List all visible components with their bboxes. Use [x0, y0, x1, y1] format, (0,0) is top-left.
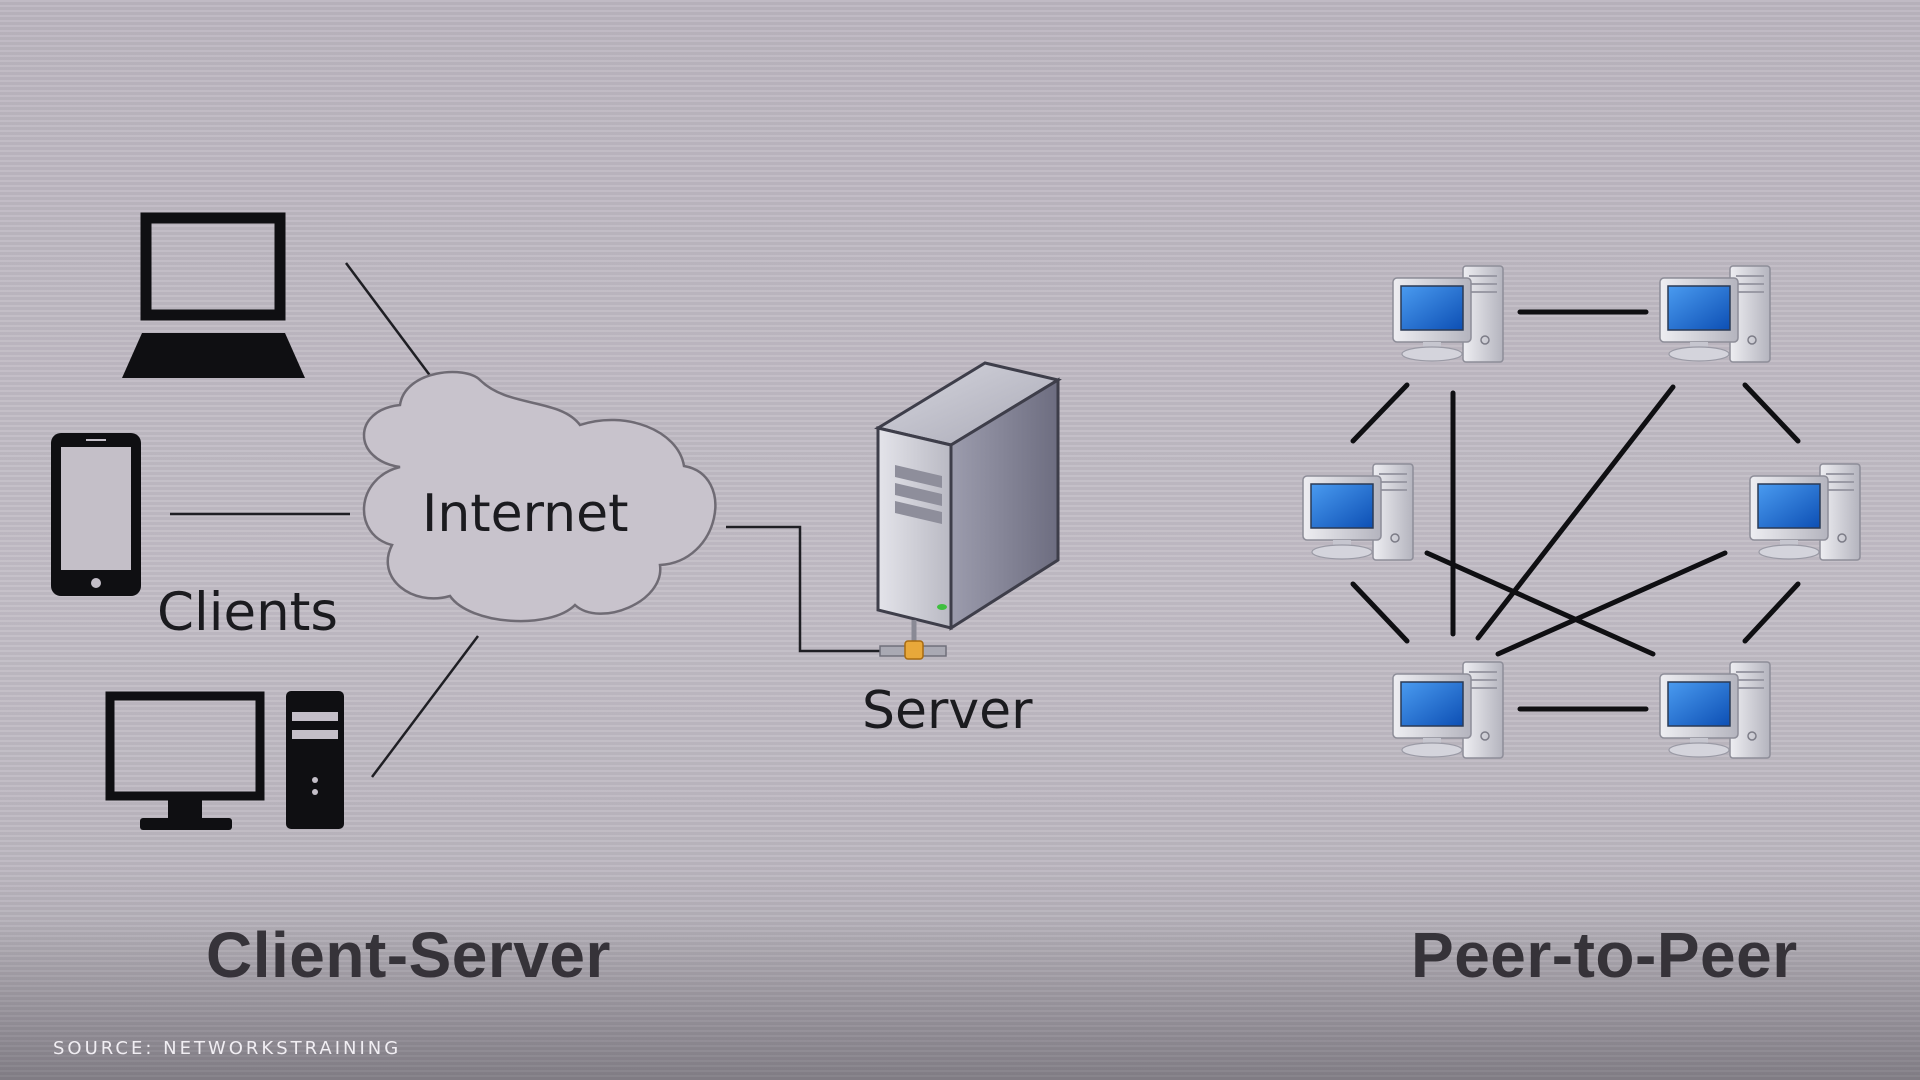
internet-label: Internet — [422, 484, 629, 544]
server-link — [726, 525, 880, 653]
server-icon — [874, 361, 1062, 660]
peer-computer-icon — [1659, 661, 1771, 759]
desktop-icon — [105, 691, 344, 830]
server-label: Server — [862, 681, 1033, 741]
peer-computer-icon — [1659, 265, 1771, 363]
peer-computer-icon — [1392, 265, 1504, 363]
cloud-icon — [362, 370, 717, 623]
peer-computer-icon — [1392, 661, 1504, 759]
laptop-icon — [122, 212, 305, 378]
client-server-title: Client-Server — [206, 919, 611, 991]
peer-computer-icon — [1749, 463, 1861, 561]
peer-to-peer-title: Peer-to-Peer — [1411, 919, 1798, 991]
peer-links — [1350, 309, 1801, 712]
peer-computer-icon — [1302, 463, 1414, 561]
clients-label: Clients — [157, 582, 339, 643]
phone-icon — [51, 433, 141, 596]
desktop-link — [371, 635, 479, 778]
source-caption: SOURCE: NETWORKSTRAINING — [53, 1038, 402, 1059]
